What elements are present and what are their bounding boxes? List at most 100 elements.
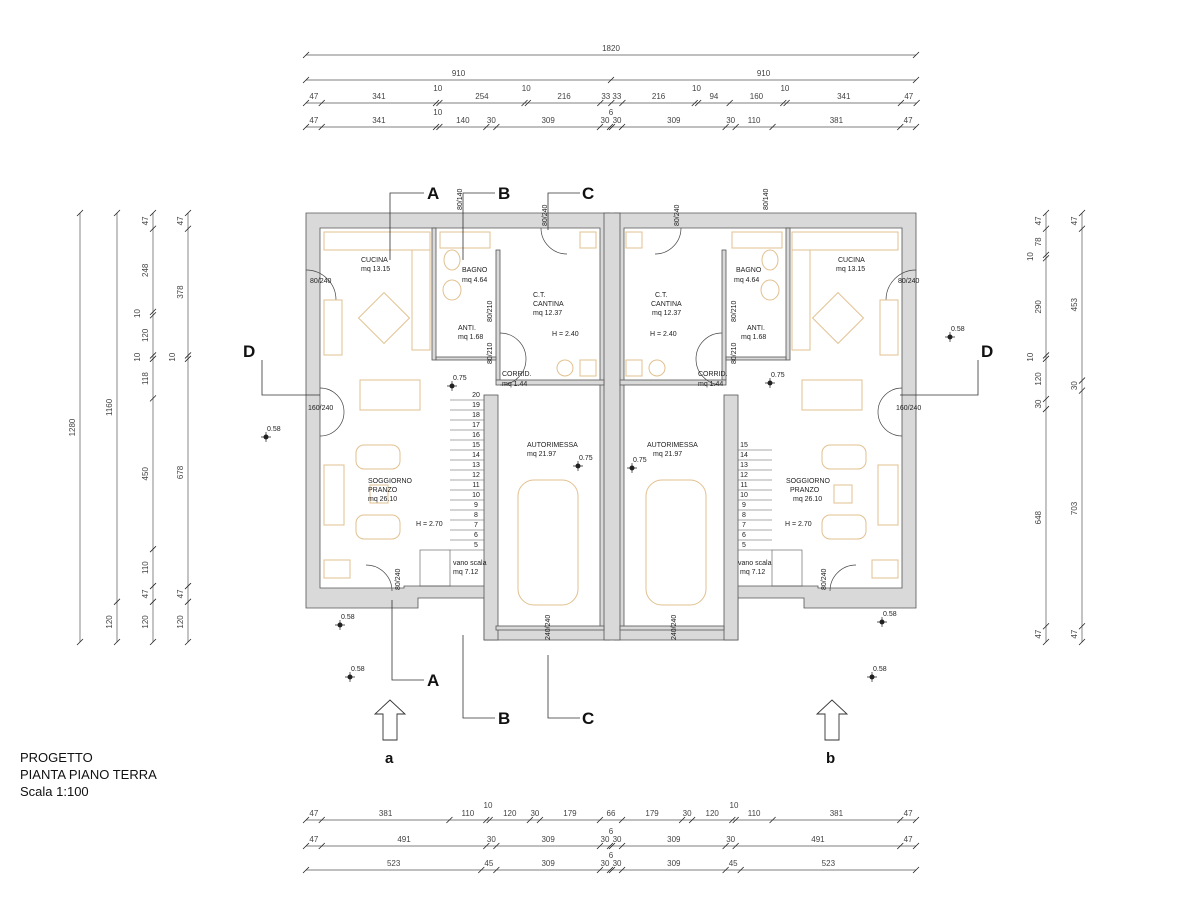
dimension-tick: [493, 866, 500, 874]
dimension-tick: [1078, 225, 1086, 233]
room-label: mq 4.64: [734, 277, 759, 284]
dimension-value: 309: [667, 835, 681, 844]
room-label: C.T.: [655, 292, 668, 299]
dimension-value: 30: [613, 859, 622, 868]
stairs: [419, 399, 803, 587]
dimension-value: 45: [484, 859, 493, 868]
dimension-tick: [184, 598, 192, 606]
dimension-value: 309: [667, 859, 681, 868]
dimension-value: 10: [133, 309, 142, 318]
opening-label: 80/210: [731, 300, 738, 322]
dimension-tick: [302, 842, 310, 850]
opening-label: 160/240: [896, 405, 921, 412]
room-label: CUCINA: [361, 257, 388, 264]
level-value: 0.58: [951, 326, 965, 333]
dimension-value: 47: [1070, 629, 1079, 638]
dimension-value: 94: [709, 92, 718, 101]
dimension-value: 910: [757, 69, 771, 78]
dimension-tick: [318, 99, 326, 107]
dimension-value: 216: [557, 92, 571, 101]
dimension-tick: [1078, 622, 1086, 630]
dimension-tick: [1078, 638, 1086, 646]
dimension-tick: [618, 842, 626, 850]
stair-landing: [771, 549, 803, 587]
dimension-tick: [912, 51, 920, 59]
room-label: AUTORIMESSA: [647, 442, 698, 449]
opening-label: 80/140: [763, 188, 770, 210]
level-value: 0.58: [341, 614, 355, 621]
title-scale: Scala 1:100: [20, 784, 89, 799]
room-label: mq 21.97: [653, 451, 682, 458]
dimension-tick: [779, 99, 787, 107]
stair-step-number: 17: [472, 422, 480, 429]
stair-step-number: 16: [472, 432, 480, 439]
dimension-value: 47: [309, 809, 318, 818]
room-label: mq 1.44: [502, 381, 527, 388]
dimension-tick: [596, 123, 604, 131]
dimension-tick: [729, 816, 736, 824]
section-labels: A A B B C C D D: [243, 184, 993, 728]
dimension-tick: [436, 99, 443, 107]
dimension-value: 120: [141, 328, 150, 342]
dimension-tick: [483, 123, 490, 131]
stair-step-number: 9: [742, 502, 746, 509]
level-cross: [345, 672, 355, 682]
room-label: SOGGIORNO: [368, 478, 413, 485]
room-label: mq 12.37: [533, 310, 562, 317]
dimension-value: 45: [729, 859, 738, 868]
stair-step-number: 8: [742, 512, 746, 519]
furniture: [323, 231, 899, 606]
title-block: PROGETTO PIANTA PIANO TERRA Scala 1:100: [20, 749, 157, 800]
stair-step-number: 7: [742, 522, 746, 529]
dimension-tick: [606, 866, 614, 874]
room-label: CUCINA: [838, 257, 865, 264]
stair-step-number: 19: [472, 402, 480, 409]
dimension-value: 10: [692, 84, 701, 93]
opening-label: 80/240: [310, 278, 332, 285]
dimension-value: 118: [141, 372, 150, 385]
stair-step-number: 20: [472, 392, 480, 399]
dimension-tick: [618, 816, 626, 824]
room-label: vano scala: [453, 560, 487, 567]
dimension-value: 30: [613, 116, 622, 125]
opening-label: 80/140: [457, 188, 464, 210]
dimension-value: 6: [609, 827, 614, 836]
dimension-value: 523: [387, 859, 401, 868]
dimension-value: 216: [652, 92, 666, 101]
dimension-value: 10: [433, 84, 442, 93]
dimension-tick: [1042, 225, 1050, 233]
dimension-tick: [184, 638, 192, 646]
room-label: mq 26.10: [793, 496, 822, 503]
dimension-value: 30: [487, 116, 496, 125]
dimension-value: 10: [1026, 252, 1035, 261]
room-label: ANTI.: [458, 325, 476, 332]
dimension-tick: [1042, 622, 1050, 630]
dimension-tick: [688, 816, 696, 824]
title-plan-name: PIANTA PIANO TERRA: [20, 767, 157, 782]
dimension-value: 30: [530, 809, 539, 818]
dimension-tick: [184, 352, 192, 359]
dimension-tick: [596, 866, 604, 874]
level-cross: [447, 381, 457, 391]
stair-step-number: 12: [472, 472, 480, 479]
room-label: PRANZO: [368, 487, 398, 494]
stair-step-number: 12: [740, 472, 748, 479]
dimension-value: 140: [456, 116, 470, 125]
dimension-tick: [432, 123, 440, 131]
stair-step-number: 6: [742, 532, 746, 539]
stair-step-number: 14: [472, 452, 480, 459]
dimension-value: 47: [176, 589, 185, 598]
dimension-tick: [1042, 254, 1050, 262]
dimension-tick: [732, 816, 739, 824]
dimension-value: 381: [379, 809, 393, 818]
dimension-tick: [912, 123, 920, 131]
dimension-value: 120: [141, 615, 150, 629]
dimension-value: 381: [830, 809, 844, 818]
dimension-value: 47: [904, 92, 913, 101]
level-cross: [945, 332, 955, 342]
dimension-value: 450: [141, 467, 150, 481]
dimension-value: 110: [141, 561, 150, 574]
